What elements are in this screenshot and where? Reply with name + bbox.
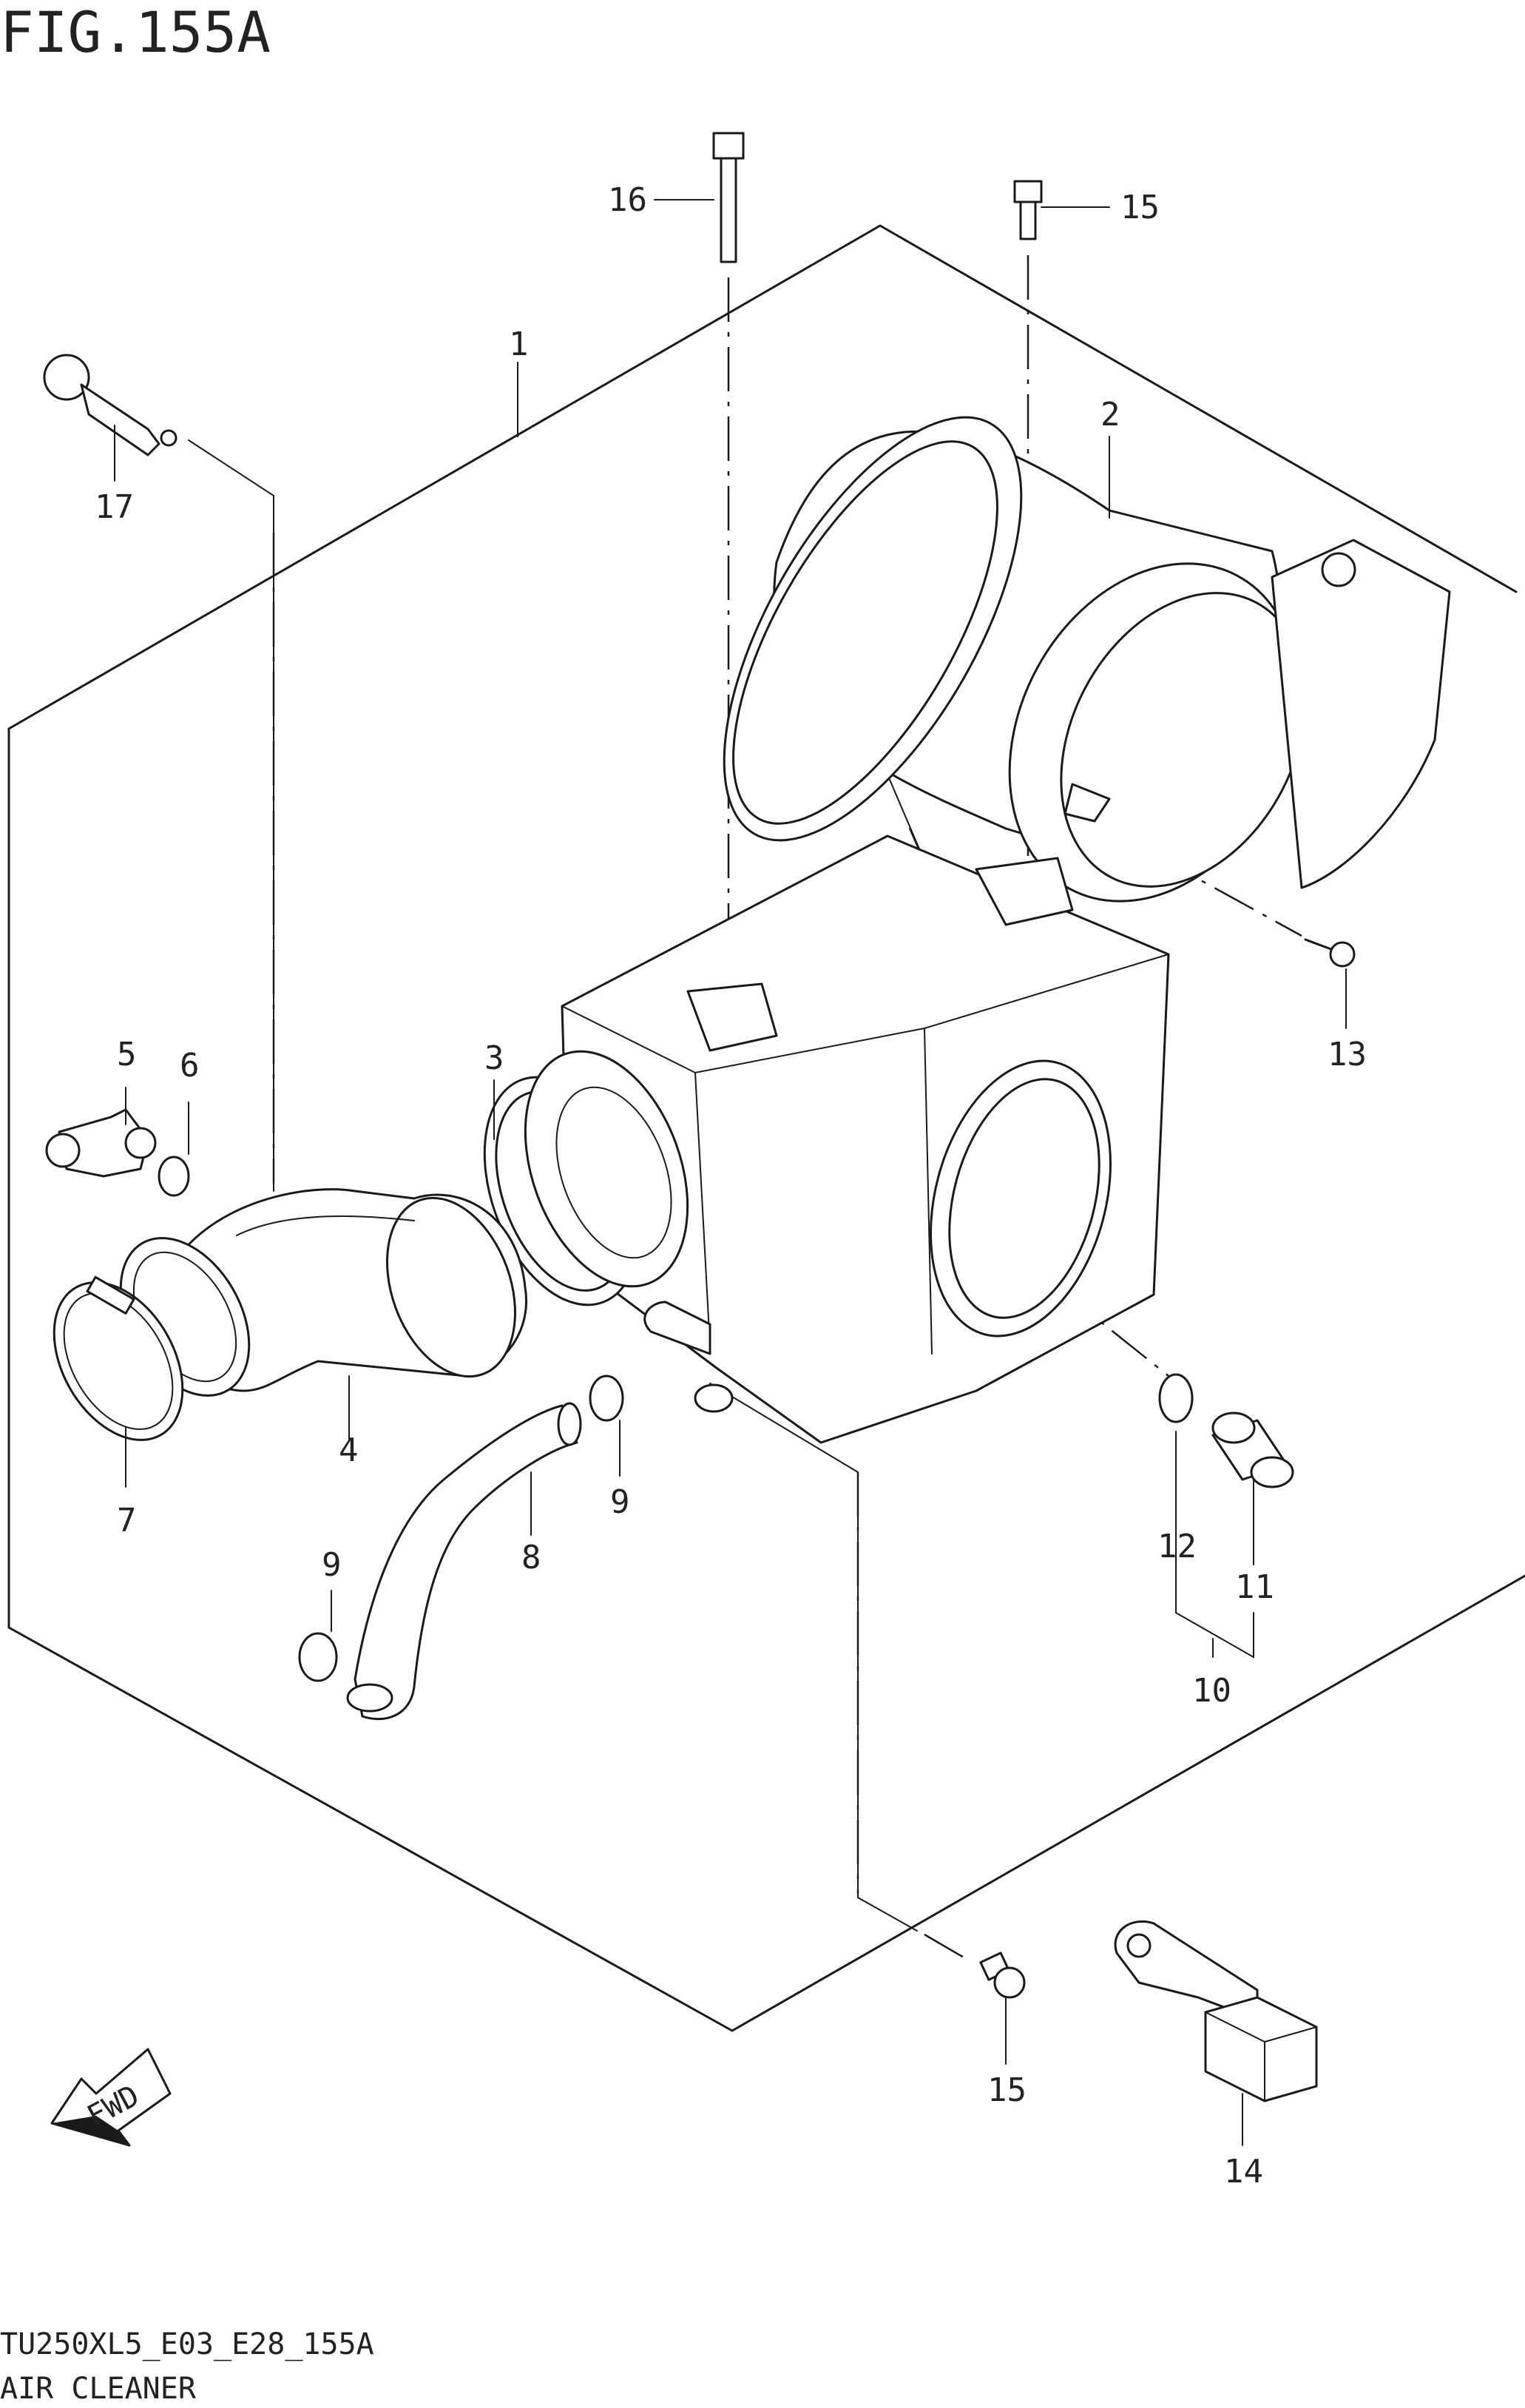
callout-labels: 1 2 3 4 5 6 7 8 9 9 10 11 12 13 14 15 15… xyxy=(95,181,1367,2191)
spring-clips xyxy=(158,1156,1194,1682)
footer-name: AIR CLEANER xyxy=(0,2372,197,2406)
callout-14: 14 xyxy=(1224,2153,1263,2191)
callout-6: 6 xyxy=(180,1047,200,1085)
drain-hose xyxy=(346,1402,582,1721)
callout-7: 7 xyxy=(117,1502,137,1539)
callout-1: 1 xyxy=(509,326,529,363)
breather-fitting xyxy=(43,354,177,456)
drain-cap xyxy=(1211,1412,1294,1488)
air-filter-element xyxy=(723,416,1451,903)
footer-code: TU250XL5_E03_E28_155A xyxy=(0,2327,374,2361)
callout-15-lower: 15 xyxy=(987,2071,1027,2109)
callout-15-upper: 15 xyxy=(1120,189,1160,226)
callout-12: 12 xyxy=(1157,1528,1197,1565)
gasket-ring xyxy=(483,1050,689,1306)
callout-8: 8 xyxy=(521,1539,541,1576)
callout-17: 17 xyxy=(95,488,134,526)
callout-13: 13 xyxy=(1328,1036,1367,1073)
hose-clamp xyxy=(53,1275,184,1441)
elbow-fitting xyxy=(45,1108,157,1178)
screw xyxy=(1304,938,1356,968)
intake-duct xyxy=(119,1188,527,1397)
callout-11: 11 xyxy=(1235,1568,1274,1606)
callout-9-upper: 9 xyxy=(610,1483,630,1521)
callout-9-lower: 9 xyxy=(322,1546,342,1584)
callout-4: 4 xyxy=(339,1431,359,1469)
bolts xyxy=(979,180,1043,1999)
long-bolt xyxy=(712,132,745,263)
callout-leaders xyxy=(114,199,1347,2146)
figure-title: FIG.155A xyxy=(0,0,271,65)
callout-16: 16 xyxy=(608,181,647,219)
callout-5: 5 xyxy=(117,1036,137,1073)
assembly-outline xyxy=(7,224,1525,2032)
bracket xyxy=(1114,1920,1318,2102)
callout-10: 10 xyxy=(1192,1672,1231,1710)
forward-arrow: FWD xyxy=(50,2048,172,2147)
callout-3: 3 xyxy=(484,1039,504,1077)
callout-2: 2 xyxy=(1100,396,1120,434)
air-cleaner-case xyxy=(561,834,1170,1444)
